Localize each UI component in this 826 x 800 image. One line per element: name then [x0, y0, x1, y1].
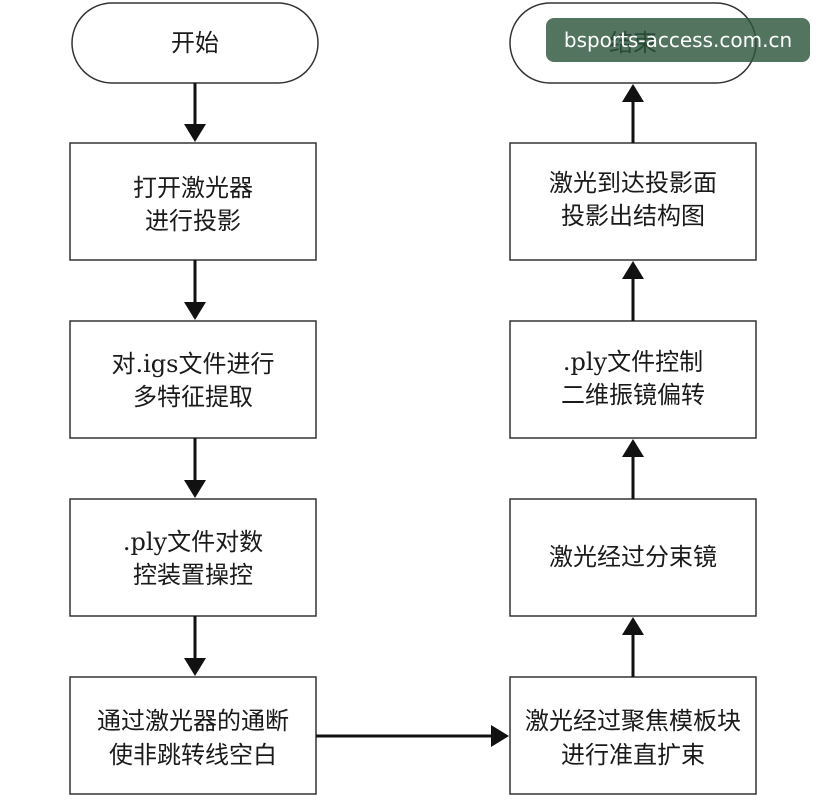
step-focusing-module-line1: 激光经过聚焦模板块	[525, 707, 741, 735]
arrow-open-laser-to-feature-extraction	[184, 260, 206, 320]
step-galvo-deflection	[509, 320, 757, 439]
step-laser-switching-line1: 通过激光器的通断	[97, 707, 289, 735]
start-label: 开始	[171, 29, 219, 57]
arrow-feature-extraction-to-ply-control	[184, 438, 206, 498]
step-laser-switching	[69, 676, 317, 795]
step-open-laser-line2: 进行投影	[145, 207, 241, 235]
step-ply-control-line1: .ply文件对数	[123, 528, 263, 556]
arrow-projection-surface-to-end	[622, 84, 644, 143]
step-projection-surface-line2: 投影出结构图	[561, 202, 705, 230]
step-feature-extraction-line2: 多特征提取	[133, 383, 253, 411]
step-projection-surface-line1: 激光到达投影面	[549, 169, 717, 197]
arrow-focusing-module-to-beam-splitter	[622, 617, 644, 677]
step-galvo-deflection-line1: .ply文件控制	[563, 348, 703, 376]
arrow-laser-switching-to-focusing-module	[316, 725, 509, 747]
step-galvo-deflection-line2: 二维振镜偏转	[561, 381, 705, 409]
step-beam-splitter	[509, 498, 757, 617]
step-beam-splitter-line1: 激光经过分束镜	[549, 543, 717, 571]
watermark-banner: bsports-access.com.cn	[546, 18, 810, 62]
step-feature-extraction-line1: 对.igs文件进行	[112, 350, 275, 378]
step-projection-surface	[509, 142, 757, 261]
arrow-galvo-deflection-to-projection-surface	[622, 261, 644, 321]
step-feature-extraction	[69, 320, 317, 439]
step-laser-switching-line2: 使非跳转线空白	[109, 741, 277, 769]
arrow-ply-control-to-laser-switching	[184, 616, 206, 676]
step-open-laser-line1: 打开激光器	[133, 174, 253, 202]
arrow-start-to-open-laser	[184, 83, 206, 142]
step-open-laser	[69, 142, 317, 261]
step-ply-control	[69, 498, 317, 617]
step-focusing-module	[509, 676, 757, 795]
step-focusing-module-line2: 进行准直扩束	[561, 741, 705, 769]
arrow-beam-splitter-to-galvo-deflection	[622, 439, 644, 499]
step-ply-control-line2: 控装置操控	[133, 561, 253, 589]
